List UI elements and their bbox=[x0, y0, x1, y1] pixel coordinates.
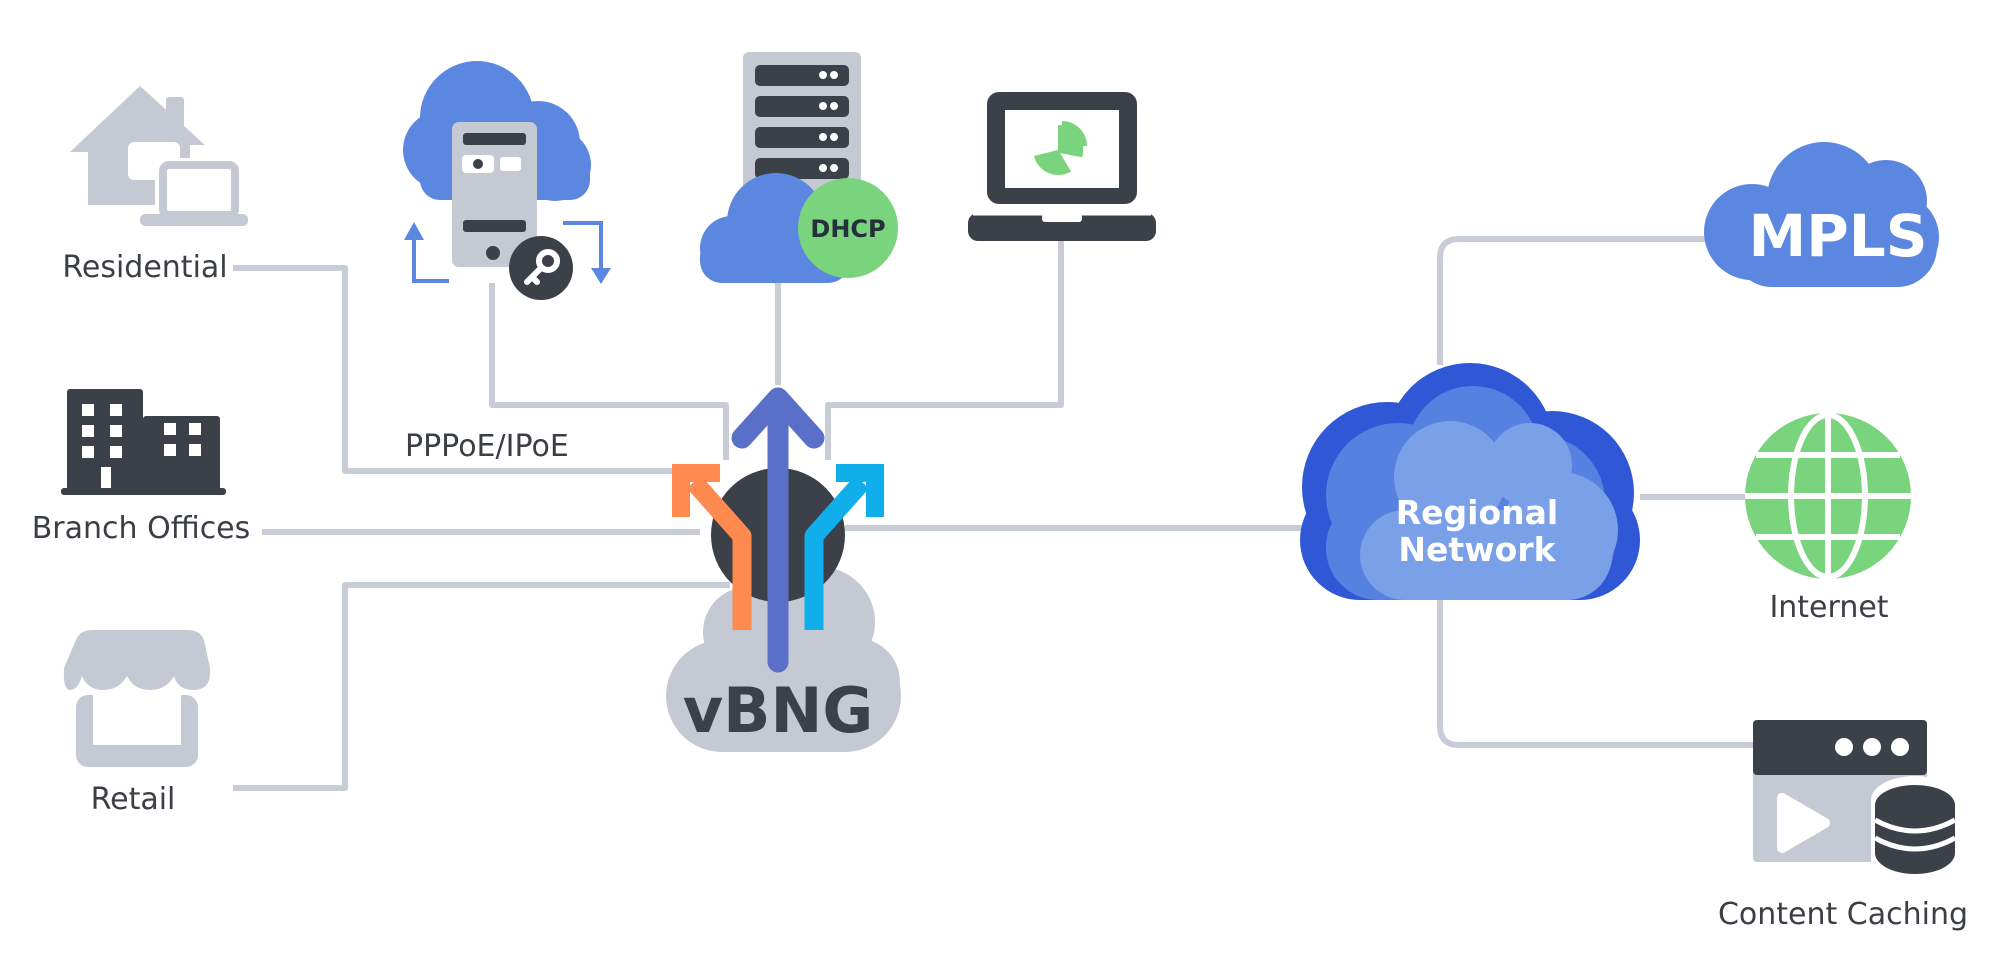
dhcp-server-node: DHCP bbox=[700, 52, 898, 283]
laptop-pie-chart-icon bbox=[968, 92, 1156, 241]
regional-network-node: Regional Network bbox=[1300, 363, 1640, 600]
auth-server-node bbox=[403, 61, 611, 300]
regional-network-label-line2: Network bbox=[1398, 530, 1556, 569]
mpls-label: MPLS bbox=[1749, 202, 1928, 270]
branch-offices-node: Branch Offices bbox=[32, 389, 251, 546]
globe-icon bbox=[1745, 412, 1911, 580]
office-building-icon bbox=[61, 389, 226, 495]
browser-video-database-icon bbox=[1753, 720, 1959, 874]
content-caching-label: Content Caching bbox=[1718, 897, 1968, 932]
pppoe-ipoe-label: PPPoE/IPoE bbox=[405, 429, 569, 464]
storefront-icon bbox=[63, 630, 211, 767]
internet-node: Internet bbox=[1745, 412, 1911, 625]
connectors bbox=[233, 236, 1760, 791]
connector-residential-vbng bbox=[233, 265, 712, 474]
connector-regional-mpls bbox=[1437, 236, 1742, 365]
routing-arrows-cloud-icon bbox=[666, 387, 901, 752]
server-rack-cloud-icon bbox=[700, 52, 898, 283]
mpls-node: MPLS bbox=[1704, 142, 1939, 287]
regional-network-cloud-icon bbox=[1300, 363, 1640, 600]
retail-node: Retail bbox=[63, 630, 211, 817]
mpls-cloud-icon bbox=[1704, 142, 1939, 287]
vbng-label: vBNG bbox=[683, 674, 873, 747]
retail-label: Retail bbox=[91, 782, 176, 817]
vbng-node: vBNG bbox=[666, 387, 901, 752]
residential-node: Residential bbox=[62, 86, 248, 285]
regional-network-label-line1: Regional bbox=[1396, 493, 1558, 532]
residential-label: Residential bbox=[62, 250, 227, 285]
content-caching-node: Content Caching bbox=[1718, 720, 1968, 932]
connector-retail-vbng bbox=[233, 582, 730, 791]
cloud-server-key-icon bbox=[403, 61, 611, 300]
internet-label: Internet bbox=[1769, 590, 1888, 625]
branch-offices-label: Branch Offices bbox=[32, 511, 251, 546]
analytics-node bbox=[968, 92, 1156, 241]
connector-regional-caching bbox=[1437, 600, 1760, 748]
connector-laptop-vbng bbox=[825, 240, 1064, 460]
dhcp-label: DHCP bbox=[810, 215, 885, 243]
house-laptop-icon bbox=[70, 86, 248, 226]
connector-auth-vbng bbox=[489, 283, 729, 460]
